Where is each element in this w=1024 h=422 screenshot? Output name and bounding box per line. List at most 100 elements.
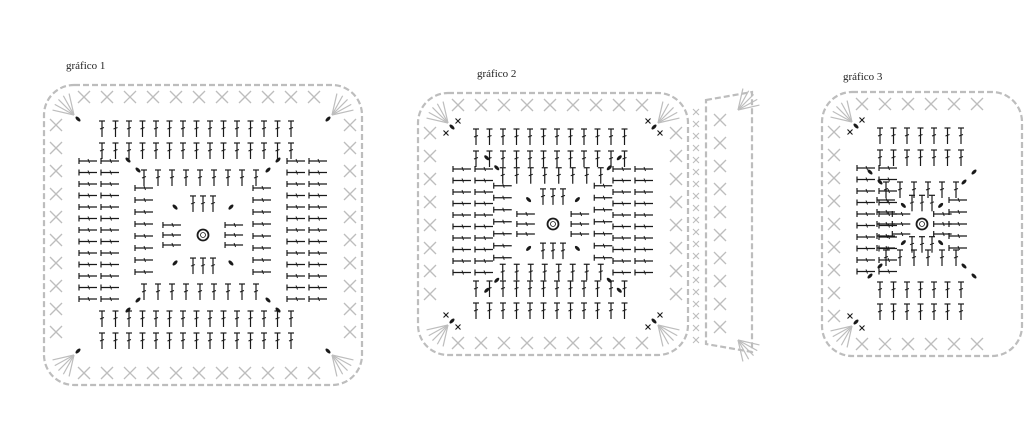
v-stitch-icon bbox=[169, 366, 183, 380]
chain-icon bbox=[900, 240, 906, 246]
chain-icon bbox=[938, 202, 944, 208]
v-stitch-icon bbox=[238, 366, 252, 380]
chain-icon bbox=[484, 155, 490, 161]
v-stitch-icon bbox=[827, 148, 841, 162]
single-crochet-icon bbox=[692, 180, 700, 188]
double-crochet-icon bbox=[234, 332, 240, 349]
double-crochet-icon bbox=[134, 209, 153, 215]
v-stitch-icon bbox=[343, 279, 357, 293]
double-crochet-icon bbox=[933, 211, 952, 217]
double-crochet-icon bbox=[252, 197, 271, 203]
double-crochet-icon bbox=[190, 195, 196, 212]
double-crochet-icon bbox=[162, 242, 181, 248]
double-crochet-icon bbox=[78, 261, 97, 268]
double-crochet-icon bbox=[183, 169, 189, 186]
double-crochet-icon bbox=[183, 283, 189, 300]
chain-icon bbox=[449, 124, 455, 130]
v-stitch-icon bbox=[713, 136, 727, 150]
v-stitch-icon bbox=[612, 336, 626, 350]
v-stitch-icon bbox=[970, 97, 984, 111]
double-crochet-icon bbox=[286, 284, 305, 291]
joining-strip bbox=[692, 88, 760, 362]
double-crochet-icon bbox=[953, 181, 959, 198]
double-crochet-icon bbox=[474, 189, 493, 195]
double-crochet-icon bbox=[540, 280, 547, 297]
v-stitch-icon bbox=[343, 256, 357, 270]
v-stitch-icon bbox=[543, 98, 557, 112]
double-crochet-icon bbox=[100, 238, 119, 245]
double-crochet-icon bbox=[516, 211, 535, 217]
double-crochet-icon bbox=[153, 332, 159, 349]
double-crochet-icon bbox=[308, 273, 327, 279]
double-crochet-icon bbox=[78, 215, 97, 222]
v-stitch-icon bbox=[924, 97, 938, 111]
double-crochet-icon bbox=[288, 142, 294, 159]
double-crochet-icon bbox=[904, 149, 910, 166]
double-crochet-icon bbox=[567, 128, 574, 145]
double-crochet-icon bbox=[541, 263, 548, 281]
v-stitch-icon bbox=[924, 337, 938, 351]
double-crochet-icon bbox=[856, 188, 875, 194]
double-crochet-icon bbox=[634, 246, 653, 253]
chain-icon bbox=[971, 273, 977, 279]
chain-icon bbox=[228, 204, 234, 210]
double-crochet-icon bbox=[500, 128, 506, 145]
double-crochet-icon bbox=[593, 242, 613, 249]
double-crochet-icon bbox=[261, 142, 267, 159]
double-crochet-icon bbox=[252, 257, 271, 263]
double-crochet-icon bbox=[207, 142, 213, 159]
chain-icon bbox=[526, 197, 532, 203]
double-crochet-icon bbox=[473, 280, 479, 297]
double-crochet-icon bbox=[100, 192, 119, 199]
single-crochet-icon bbox=[692, 324, 700, 332]
v-stitch-icon bbox=[307, 90, 321, 104]
double-crochet-icon bbox=[550, 188, 556, 205]
v-stitch-icon bbox=[423, 172, 437, 186]
single-crochet-icon bbox=[455, 324, 461, 330]
chain-icon bbox=[867, 169, 873, 175]
double-crochet-icon bbox=[904, 303, 910, 320]
double-crochet-icon bbox=[78, 296, 97, 302]
double-crochet-icon bbox=[141, 169, 147, 186]
double-crochet-icon bbox=[166, 142, 173, 159]
v-stitch-icon bbox=[855, 337, 869, 351]
double-crochet-icon bbox=[286, 215, 305, 222]
double-crochet-icon bbox=[210, 257, 216, 275]
v-stitch-icon bbox=[827, 263, 841, 277]
double-crochet-icon bbox=[224, 232, 244, 238]
double-crochet-icon bbox=[634, 200, 653, 207]
double-crochet-icon bbox=[139, 310, 146, 327]
single-crochet-icon bbox=[692, 240, 700, 248]
double-crochet-icon bbox=[904, 127, 910, 144]
double-crochet-icon bbox=[540, 242, 546, 260]
double-crochet-icon bbox=[856, 199, 875, 206]
double-crochet-icon bbox=[193, 310, 200, 327]
double-crochet-icon bbox=[493, 254, 512, 261]
double-crochet-icon bbox=[308, 238, 327, 245]
double-crochet-icon bbox=[78, 284, 97, 291]
v-stitch-icon bbox=[827, 194, 841, 208]
v-stitch-icon bbox=[612, 98, 626, 112]
double-crochet-icon bbox=[134, 245, 153, 251]
chain-icon bbox=[961, 179, 967, 185]
magic-ring-icon bbox=[196, 228, 210, 242]
double-crochet-icon bbox=[897, 181, 903, 198]
v-stitch-icon bbox=[566, 98, 580, 112]
double-crochet-icon bbox=[220, 142, 227, 159]
v-stitch-icon bbox=[669, 126, 683, 140]
double-crochet-icon bbox=[612, 235, 631, 241]
chain-icon bbox=[125, 157, 131, 163]
double-crochet-icon bbox=[554, 150, 560, 167]
chain-icon bbox=[135, 167, 141, 173]
double-crochet-icon bbox=[856, 222, 875, 229]
double-crochet-icon bbox=[286, 181, 305, 187]
v-stitch-icon bbox=[669, 241, 683, 255]
double-crochet-icon bbox=[555, 167, 562, 184]
double-crochet-icon bbox=[891, 211, 911, 217]
double-crochet-icon bbox=[948, 197, 967, 203]
v-stitch-icon bbox=[901, 337, 915, 351]
double-crochet-icon bbox=[608, 280, 614, 297]
double-crochet-icon bbox=[452, 212, 471, 218]
double-crochet-icon bbox=[597, 263, 604, 281]
double-crochet-icon bbox=[560, 188, 566, 205]
